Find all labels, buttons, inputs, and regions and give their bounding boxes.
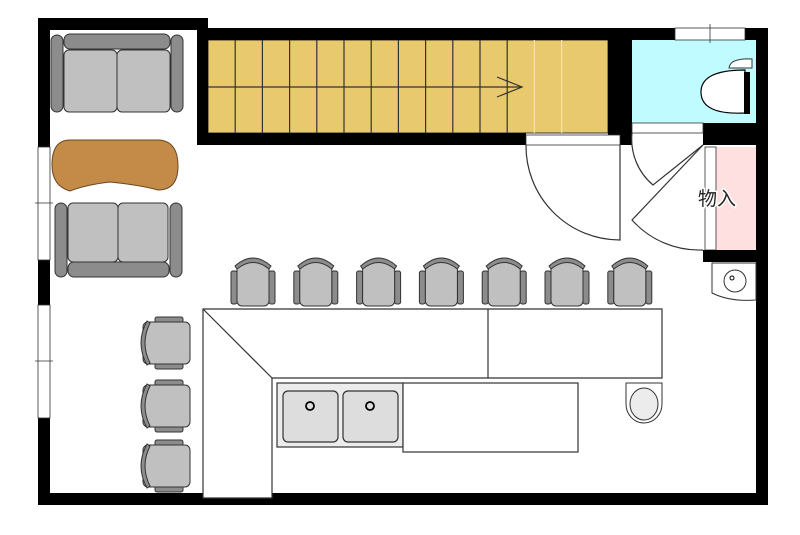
worktop — [402, 382, 579, 453]
chair — [544, 257, 590, 307]
sofa-bottom — [54, 202, 183, 278]
kitchen-sink — [276, 382, 404, 448]
counter-chairs — [230, 257, 653, 307]
chair — [293, 257, 339, 307]
wash-basin — [711, 262, 757, 301]
doors — [525, 132, 704, 251]
arrow-right-icon — [496, 76, 524, 98]
chair — [140, 379, 191, 433]
storage-label: 物入 — [698, 188, 736, 210]
trash-bin — [625, 382, 663, 424]
chair — [356, 257, 402, 307]
storage-closet: 物入 — [697, 146, 756, 251]
chair — [607, 257, 653, 307]
sofa-top — [50, 33, 184, 113]
side-chairs — [140, 316, 191, 493]
coffee-table — [51, 139, 179, 192]
chair — [140, 316, 191, 370]
chair — [140, 439, 191, 493]
staircase — [207, 39, 609, 134]
chair — [230, 257, 276, 307]
counter — [202, 308, 663, 499]
windows — [35, 24, 746, 419]
chair — [481, 257, 527, 307]
toilet-room — [632, 40, 756, 123]
chair — [418, 257, 464, 307]
